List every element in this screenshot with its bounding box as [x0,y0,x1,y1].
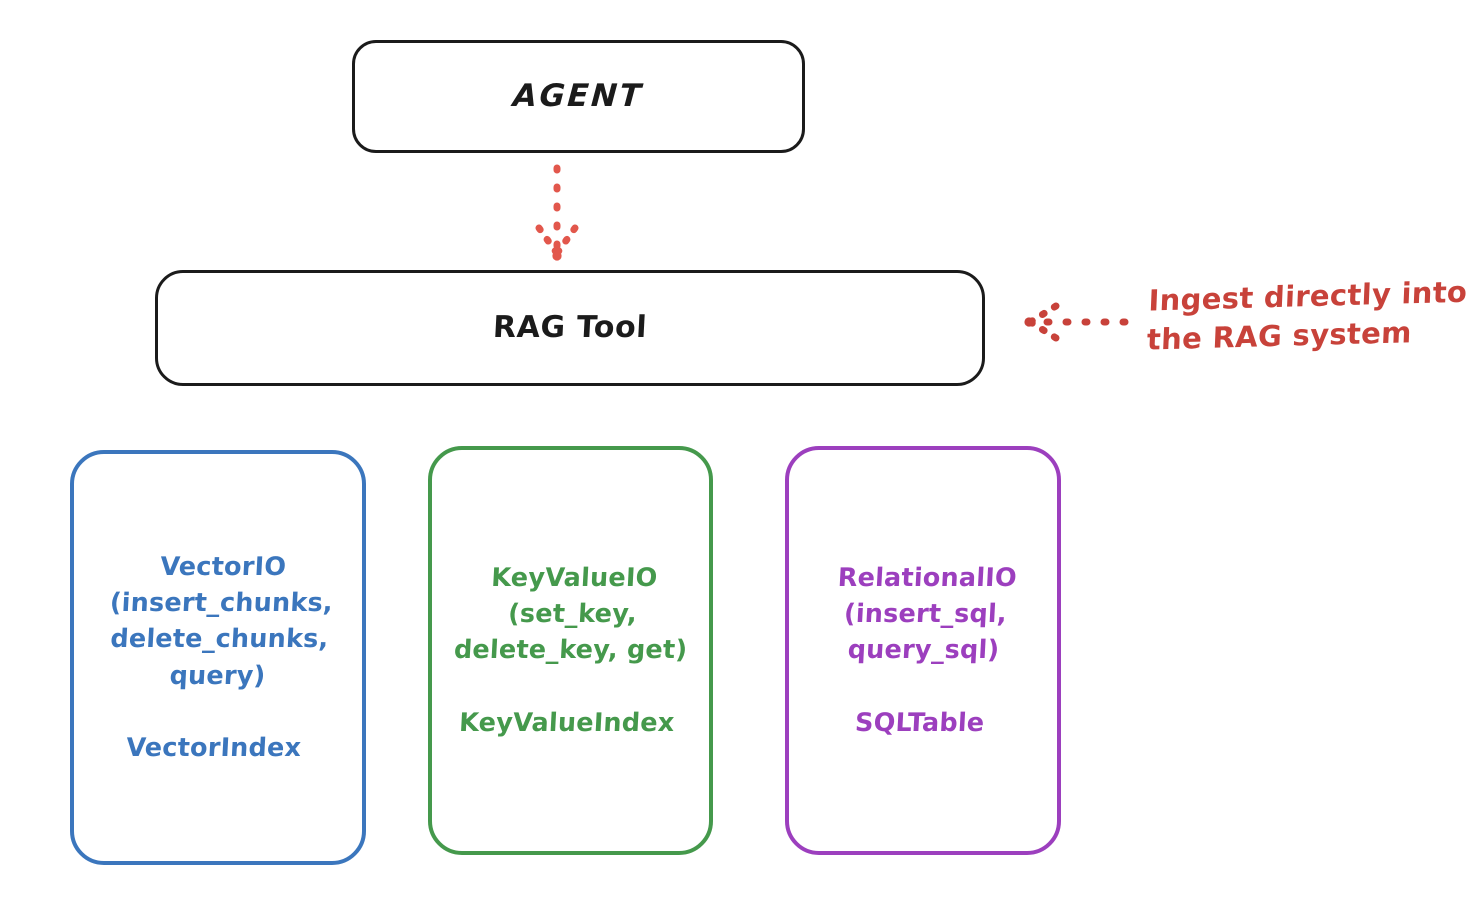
node-agent[interactable]: AGENT [352,40,805,153]
edge-agent-to-ragtool-arrow [535,164,579,261]
node-rag-tool-label: RAG Tool [492,310,649,346]
node-vector-io[interactable]: VectorIO (insert_chunks, delete_chunks, … [70,450,366,865]
node-vector-io-label: VectorIO (insert_chunks, delete_chunks, … [108,551,334,763]
edge-agent-arrow-tip [552,251,562,261]
node-key-value-io[interactable]: KeyValueIO (set_key, delete_key, get) Ke… [428,446,713,855]
edge-ingest-to-ragtool-arrow [1024,302,1129,342]
node-rag-tool[interactable]: RAG Tool [155,270,985,386]
node-agent-label: AGENT [512,78,645,115]
annotation-ingest-label: Ingest directly into the RAG system [1146,274,1468,358]
edge-ingest-arrowhead-bottom [1028,319,1060,342]
edge-ingest-arrow-tip [1024,317,1034,327]
edge-agent-arrowhead-right [554,224,579,256]
edge-ingest-arrowhead-top [1028,302,1060,325]
node-relational-io[interactable]: RelationalIO (insert_sql, query_sql) SQL… [785,446,1061,855]
node-key-value-io-label: KeyValueIO (set_key, delete_key, get) Ke… [453,562,688,738]
edge-agent-arrowhead-left [535,224,560,256]
node-relational-io-label: RelationalIO (insert_sql, query_sql) SQL… [836,562,1018,738]
